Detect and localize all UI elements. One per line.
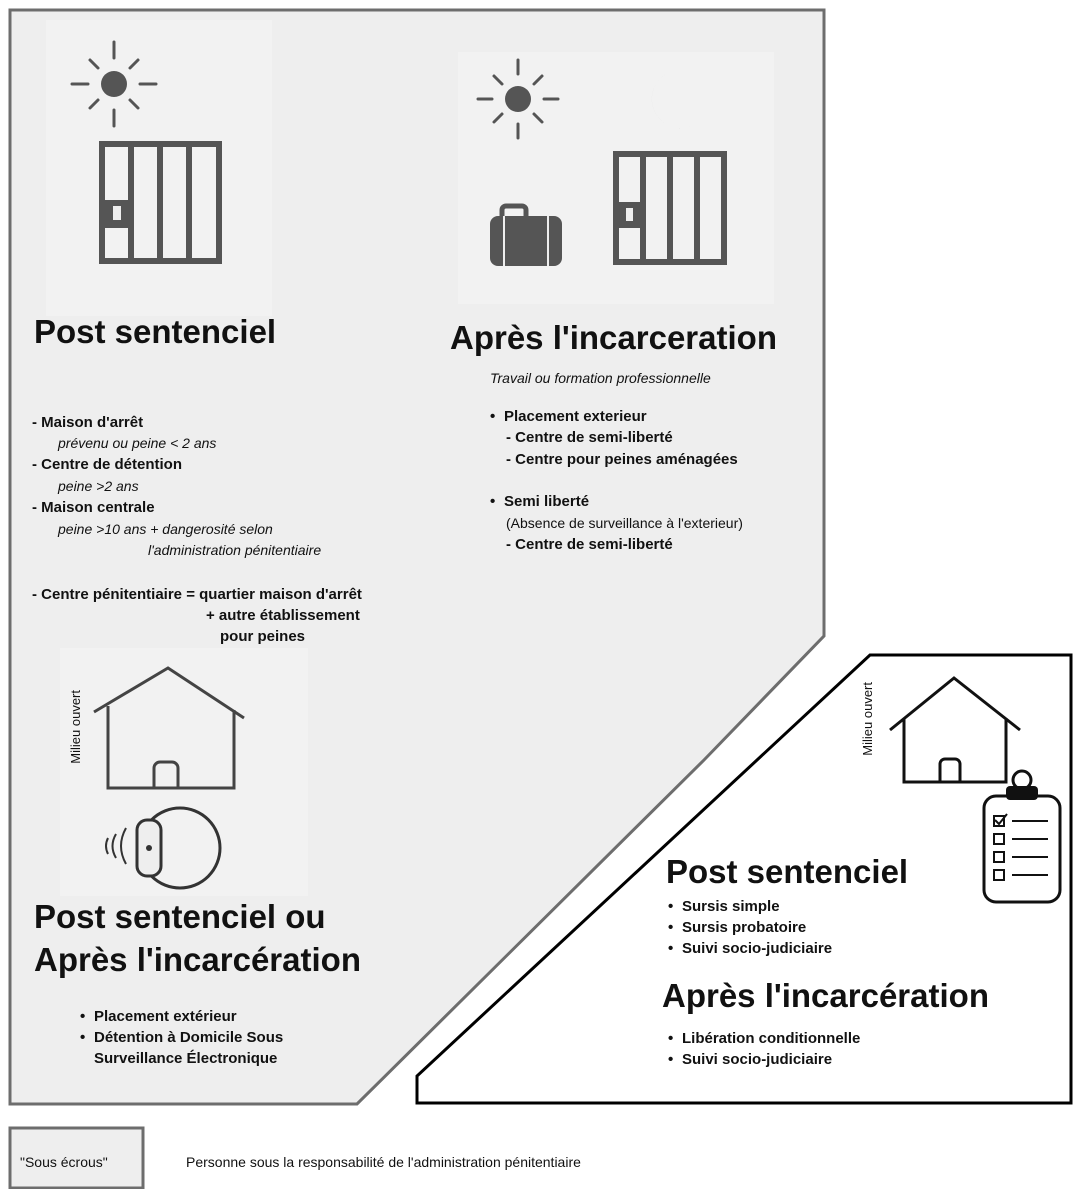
legend-description: Personne sous la responsabilité de l'adm…: [186, 1154, 581, 1170]
mo-suivi-socio-judiciaire: Suivi socio-judiciaire: [668, 938, 832, 959]
sun-icon: [70, 40, 158, 128]
moon-icon: [651, 72, 692, 129]
icon-group: [93, 666, 245, 890]
placement-subitem-1: - Centre de semi-liberté: [506, 429, 673, 446]
mo-suivi-socio-judiciaire-2: Suivi socio-judiciaire: [668, 1049, 860, 1070]
mo-sursis-simple: Sursis simple: [668, 896, 832, 917]
apres-incarceration-title: Après l'incarceration: [450, 319, 777, 356]
prison-door-icon: [99, 141, 222, 264]
icon-group: [476, 58, 727, 266]
maison-centrale: - Maison centrale: [32, 499, 155, 516]
sun-icon: [476, 58, 560, 140]
briefcase-icon: [490, 203, 562, 266]
mo-apres-incarceration-list: Libération conditionnelle Suivi socio-ju…: [668, 1028, 860, 1070]
icon-panel-post-sentenciel: [46, 20, 272, 316]
post-sentenciel-list: - Maison d'arrêt prévenu ou peine < 2 an…: [32, 412, 321, 561]
legend-box: [8, 1126, 145, 1189]
mixed-title-line1: Post sentenciel ou: [34, 898, 326, 935]
house-icon: [889, 676, 1021, 784]
moon-icon: [184, 54, 226, 113]
centre-penitentiaire: - Centre pénitentiaire = quartier maison…: [32, 584, 362, 647]
mixed-item-detention-cont: Surveillance Électronique: [94, 1050, 278, 1067]
milieu-ouvert-icons: [889, 676, 1062, 904]
mixed-item-placement: Placement extérieur: [80, 1006, 283, 1027]
semi-liberte-subitem: - Centre de semi-liberté: [506, 536, 673, 553]
maison-arret-detail: prévenu ou peine < 2 ans: [58, 435, 217, 451]
clipboard-checklist-icon: [982, 769, 1062, 904]
mo-sursis-probatoire: Sursis probatoire: [668, 917, 832, 938]
maison-centrale-detail-2: l'administration pénitentiaire: [148, 542, 322, 558]
mo-apres-incarceration-title: Après l'incarcération: [662, 977, 989, 1014]
mo-post-sentenciel-list: Sursis simple Sursis probatoire Suivi so…: [668, 896, 832, 959]
milieu-ouvert-label-right: Milieu ouvert: [860, 682, 875, 756]
mixed-list: Placement extérieur Détention à Domicile…: [80, 1006, 283, 1069]
apres-incarceration-subtitle: Travail ou formation professionnelle: [490, 370, 711, 386]
mo-post-sentenciel-title: Post sentenciel: [666, 853, 909, 890]
centre-penitentiaire-line1: - Centre pénitentiaire = quartier maison…: [32, 586, 362, 603]
mixed-title-line2: Après l'incarcération: [34, 941, 361, 978]
icon-group: [70, 40, 226, 264]
centre-detention: - Centre de détention: [32, 456, 183, 473]
maison-centrale-detail: peine >10 ans + dangerosité selon: [58, 521, 273, 537]
centre-detention-detail: peine >2 ans: [58, 478, 139, 494]
placement-exterieur: Placement exterieur: [490, 406, 743, 427]
legend-box-label: "Sous écrous": [20, 1154, 108, 1170]
house-icon: [93, 666, 245, 790]
semi-liberte: Semi liberté: [490, 491, 743, 512]
centre-penitentiaire-line2: + autre établissement: [206, 607, 360, 624]
apres-incarceration-list: Placement exterieur - Centre de semi-lib…: [490, 406, 743, 556]
maison-arret: - Maison d'arrêt: [32, 414, 144, 431]
mixed-item-detention: Détention à Domicile Sous: [80, 1027, 283, 1048]
semi-liberte-note: (Absence de surveillance à l'exterieur): [506, 515, 743, 531]
mo-liberation-conditionnelle: Libération conditionnelle: [668, 1028, 860, 1049]
post-sentenciel-title: Post sentenciel: [34, 313, 277, 350]
milieu-ouvert-label-left: Milieu ouvert: [68, 690, 83, 764]
icon-panel-milieu-ouvert: [60, 648, 308, 896]
prison-door-icon: [613, 151, 727, 265]
ankle-bracelet-icon: [105, 806, 222, 890]
milieu-ouvert-zone: [415, 653, 1073, 1105]
placement-subitem-2: - Centre pour peines aménagées: [506, 451, 738, 468]
centre-penitentiaire-line3: pour peines: [220, 628, 306, 645]
icon-panel-apres-incarceration: [458, 52, 774, 304]
